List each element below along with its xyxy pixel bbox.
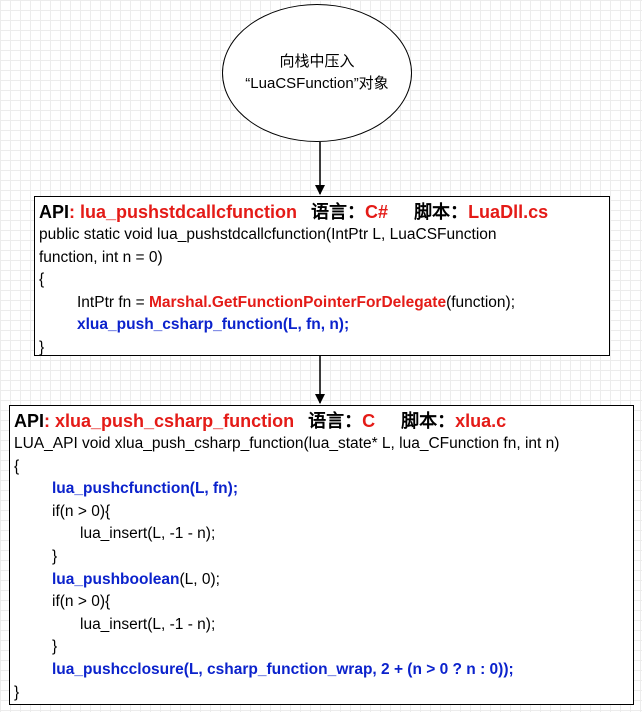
box1-close-brace: } (39, 338, 45, 356)
box1-api-label: API (39, 202, 70, 222)
box2-title: API: xlua_push_csharp_function 语言：C 脚本：xlu… (14, 409, 629, 433)
box1-line-a-prefix: IntPtr fn = (77, 293, 149, 311)
box2-line-5: lua_pushboolean(L, 0); (14, 569, 629, 592)
start-node-line1: 向栈中压入 (279, 53, 355, 70)
box2-open-brace: { (14, 457, 20, 475)
box2-line-7: lua_insert(L, -1 - n); (80, 615, 216, 633)
box2-lang-value: C (362, 411, 376, 431)
box1-line-a-call: Marshal.GetFunctionPointerForDelegate (148, 293, 447, 311)
box1-lang-value: C# (365, 202, 389, 222)
box2-script-value: xlua.c (455, 411, 507, 431)
box1-script-label: 脚本： (414, 202, 469, 222)
box1-line-a: IntPtr fn = Marshal.GetFunctionPointerFo… (39, 292, 605, 315)
box1-open-brace: { (39, 271, 45, 289)
start-node: 向栈中压入 “LuaCSFunction”对象 (222, 4, 412, 142)
box2-line-6: if(n > 0){ (52, 593, 111, 611)
box2-lang-label: 语言： (308, 411, 363, 431)
start-node-line2: “LuaCSFunction”对象 (245, 75, 389, 92)
box1-api-name: lua_pushstdcallcfunction (80, 202, 298, 222)
box1-colon: : (69, 202, 81, 222)
box2-line-5-call: lua_pushboolean (52, 570, 180, 588)
box2-api-label: API (14, 411, 45, 431)
box1-sig-line2: function, int n = 0) (39, 248, 163, 266)
box-xlua-push-csharp-function: API: xlua_push_csharp_function 语言：C 脚本：xlu… (9, 405, 634, 705)
box-lua-pushstdcallcfunction: API: lua_pushstdcallcfunction 语言：C# 脚本：Lua… (34, 196, 610, 356)
box2-line-4: } (52, 547, 58, 565)
box1-title: API: lua_pushstdcallcfunction 语言：C# 脚本：Lua… (39, 200, 605, 224)
box2-line-9: lua_pushcclosure(L, csharp_function_wrap… (52, 660, 514, 678)
box2-colon: : (44, 411, 56, 431)
box2-line-5-args: (L, 0); (179, 570, 220, 588)
box2-api-name: xlua_push_csharp_function (55, 411, 295, 431)
box2-line-2: if(n > 0){ (52, 502, 111, 520)
box2-script-label: 脚本： (401, 411, 456, 431)
box2-line-8: } (52, 638, 58, 656)
box1-lang-label: 语言： (311, 202, 366, 222)
box2-sig-line: LUA_API void xlua_push_csharp_function(l… (14, 435, 560, 452)
box2-close-brace: } (14, 683, 20, 701)
box2-line-1: lua_pushcfunction(L, fn); (52, 480, 238, 498)
box1-sig-line1: public static void lua_pushstdcallcfunct… (39, 226, 497, 243)
box2-line-3: lua_insert(L, -1 - n); (80, 525, 216, 543)
box1-line-a-suffix: (function); (446, 293, 515, 311)
box1-script-value: LuaDll.cs (468, 202, 549, 222)
box1-line-b: xlua_push_csharp_function(L, fn, n); (77, 316, 350, 334)
